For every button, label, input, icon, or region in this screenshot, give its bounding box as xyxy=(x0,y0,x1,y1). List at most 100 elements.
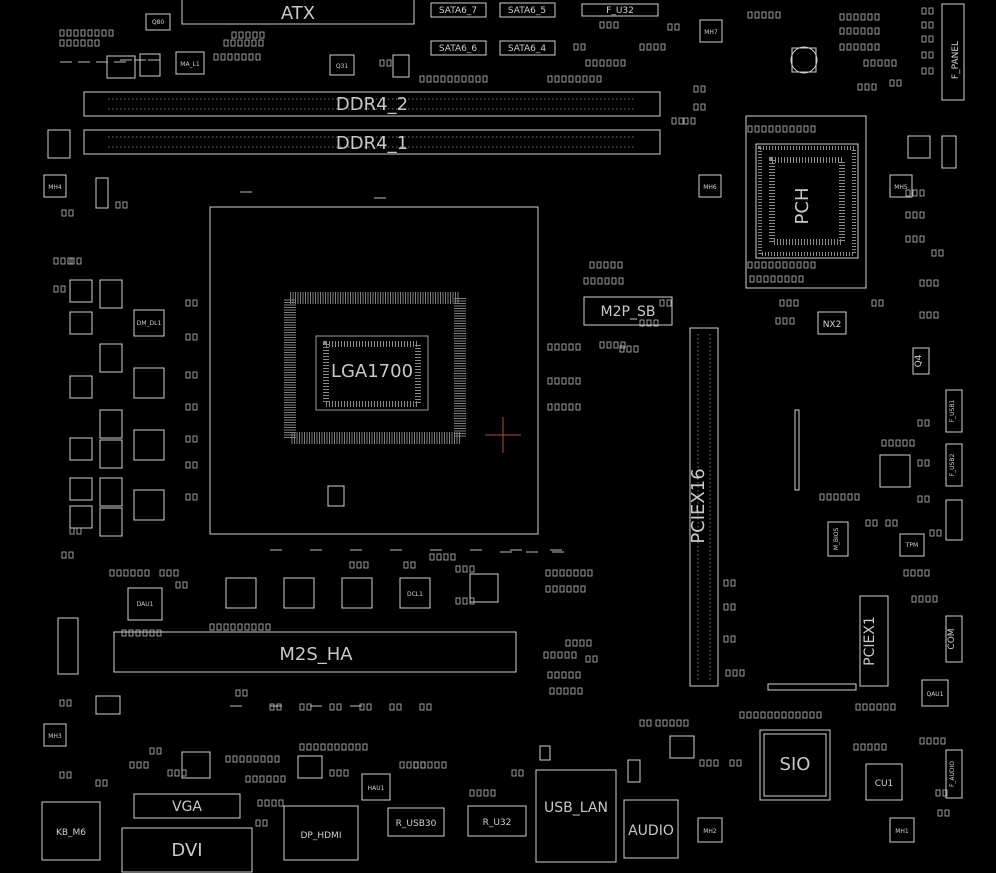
smd-part xyxy=(66,699,72,707)
smd-part xyxy=(912,235,918,243)
smd-part xyxy=(231,31,237,39)
com-header: COM xyxy=(945,615,963,663)
q4: Q4 xyxy=(912,347,930,375)
smd-part xyxy=(561,377,567,385)
smd-part xyxy=(619,345,625,353)
smd-part xyxy=(143,761,149,769)
smd-part xyxy=(572,639,578,647)
smd-part xyxy=(905,189,911,197)
smd-part xyxy=(606,21,612,29)
smd-part xyxy=(554,403,560,411)
smd-part xyxy=(596,261,602,269)
smd-part xyxy=(586,639,592,647)
smd-part xyxy=(924,495,930,503)
audio-port: AUDIO xyxy=(623,799,679,859)
smd-part xyxy=(746,711,752,719)
smd-part xyxy=(563,687,569,695)
smd-part xyxy=(919,211,925,219)
smd-part xyxy=(419,703,425,711)
smd-part xyxy=(770,275,776,283)
smd-part xyxy=(767,711,773,719)
smd-part xyxy=(248,53,254,61)
smd-part xyxy=(809,711,815,719)
smd-part xyxy=(573,43,579,51)
smd-part xyxy=(329,703,335,711)
smd-part xyxy=(476,789,482,797)
smd-part xyxy=(768,261,774,269)
smd-part xyxy=(271,799,277,807)
smd-part xyxy=(259,775,265,783)
smd-part xyxy=(59,39,65,47)
smd-part xyxy=(902,439,908,447)
qau1: QAU1 xyxy=(921,679,949,707)
sata4-label: SATA6_4 xyxy=(508,44,547,54)
pciex16-slot: PCIEX16 xyxy=(688,327,719,687)
atx-label: ATX xyxy=(281,3,315,24)
smd-part xyxy=(667,23,673,31)
smd-part xyxy=(440,75,446,83)
smd-part xyxy=(840,493,846,501)
smd-part xyxy=(547,403,553,411)
smd-part xyxy=(144,569,150,577)
smd-part xyxy=(173,569,179,577)
smd-part xyxy=(881,439,887,447)
smd-part xyxy=(575,75,581,83)
smd-part xyxy=(921,35,927,43)
smd-part xyxy=(919,279,925,287)
smd-part xyxy=(924,419,930,427)
smd-components xyxy=(53,7,950,827)
q31: Q31 xyxy=(329,54,355,76)
smd-part xyxy=(149,747,155,755)
smd-part xyxy=(68,209,74,217)
smd-part xyxy=(921,51,927,59)
f-audio-label: F_AUDIO xyxy=(949,761,956,787)
smd-part xyxy=(874,743,880,751)
smd-part xyxy=(469,789,475,797)
smd-part xyxy=(559,569,565,577)
f-usb2-header: F_USB2 xyxy=(945,443,963,487)
smd-part xyxy=(839,27,845,35)
dvi-port: DVI xyxy=(121,827,253,873)
smd-part xyxy=(265,623,271,631)
smd-part xyxy=(791,275,797,283)
smd-part xyxy=(639,319,645,327)
smd-part xyxy=(116,569,122,577)
ma-l1-label: MA_L1 xyxy=(180,61,200,68)
smd-part xyxy=(109,569,115,577)
smd-part xyxy=(327,743,333,751)
smd-part xyxy=(917,459,923,467)
smd-part xyxy=(747,11,753,19)
smd-part xyxy=(443,553,449,561)
smd-part xyxy=(269,703,275,711)
mh2-label: MH2 xyxy=(703,828,717,835)
smd-part xyxy=(891,59,897,67)
smd-part xyxy=(348,743,354,751)
smd-part xyxy=(867,743,873,751)
smd-part xyxy=(854,493,860,501)
smd-part xyxy=(871,83,877,91)
smd-part xyxy=(653,319,659,327)
smd-part xyxy=(246,755,252,763)
smd-part xyxy=(181,769,187,777)
smd-part xyxy=(782,317,788,325)
smd-part xyxy=(761,11,767,19)
smd-part xyxy=(230,39,236,47)
smd-part xyxy=(245,775,251,783)
smd-part xyxy=(556,687,562,695)
smd-part xyxy=(547,343,553,351)
pciex1-label: PCIEX1 xyxy=(862,616,878,666)
smd-part xyxy=(690,117,696,125)
smd-part xyxy=(266,775,272,783)
smd-part xyxy=(606,59,612,67)
smd-part xyxy=(918,595,924,603)
smd-part xyxy=(274,755,280,763)
smd-part xyxy=(795,711,801,719)
smd-part xyxy=(490,789,496,797)
smd-part xyxy=(646,43,652,51)
smd-part xyxy=(910,569,916,577)
smd-part xyxy=(276,703,282,711)
smd-part xyxy=(774,711,780,719)
smd-part xyxy=(928,51,934,59)
smd-part xyxy=(244,623,250,631)
smd-part xyxy=(932,595,938,603)
